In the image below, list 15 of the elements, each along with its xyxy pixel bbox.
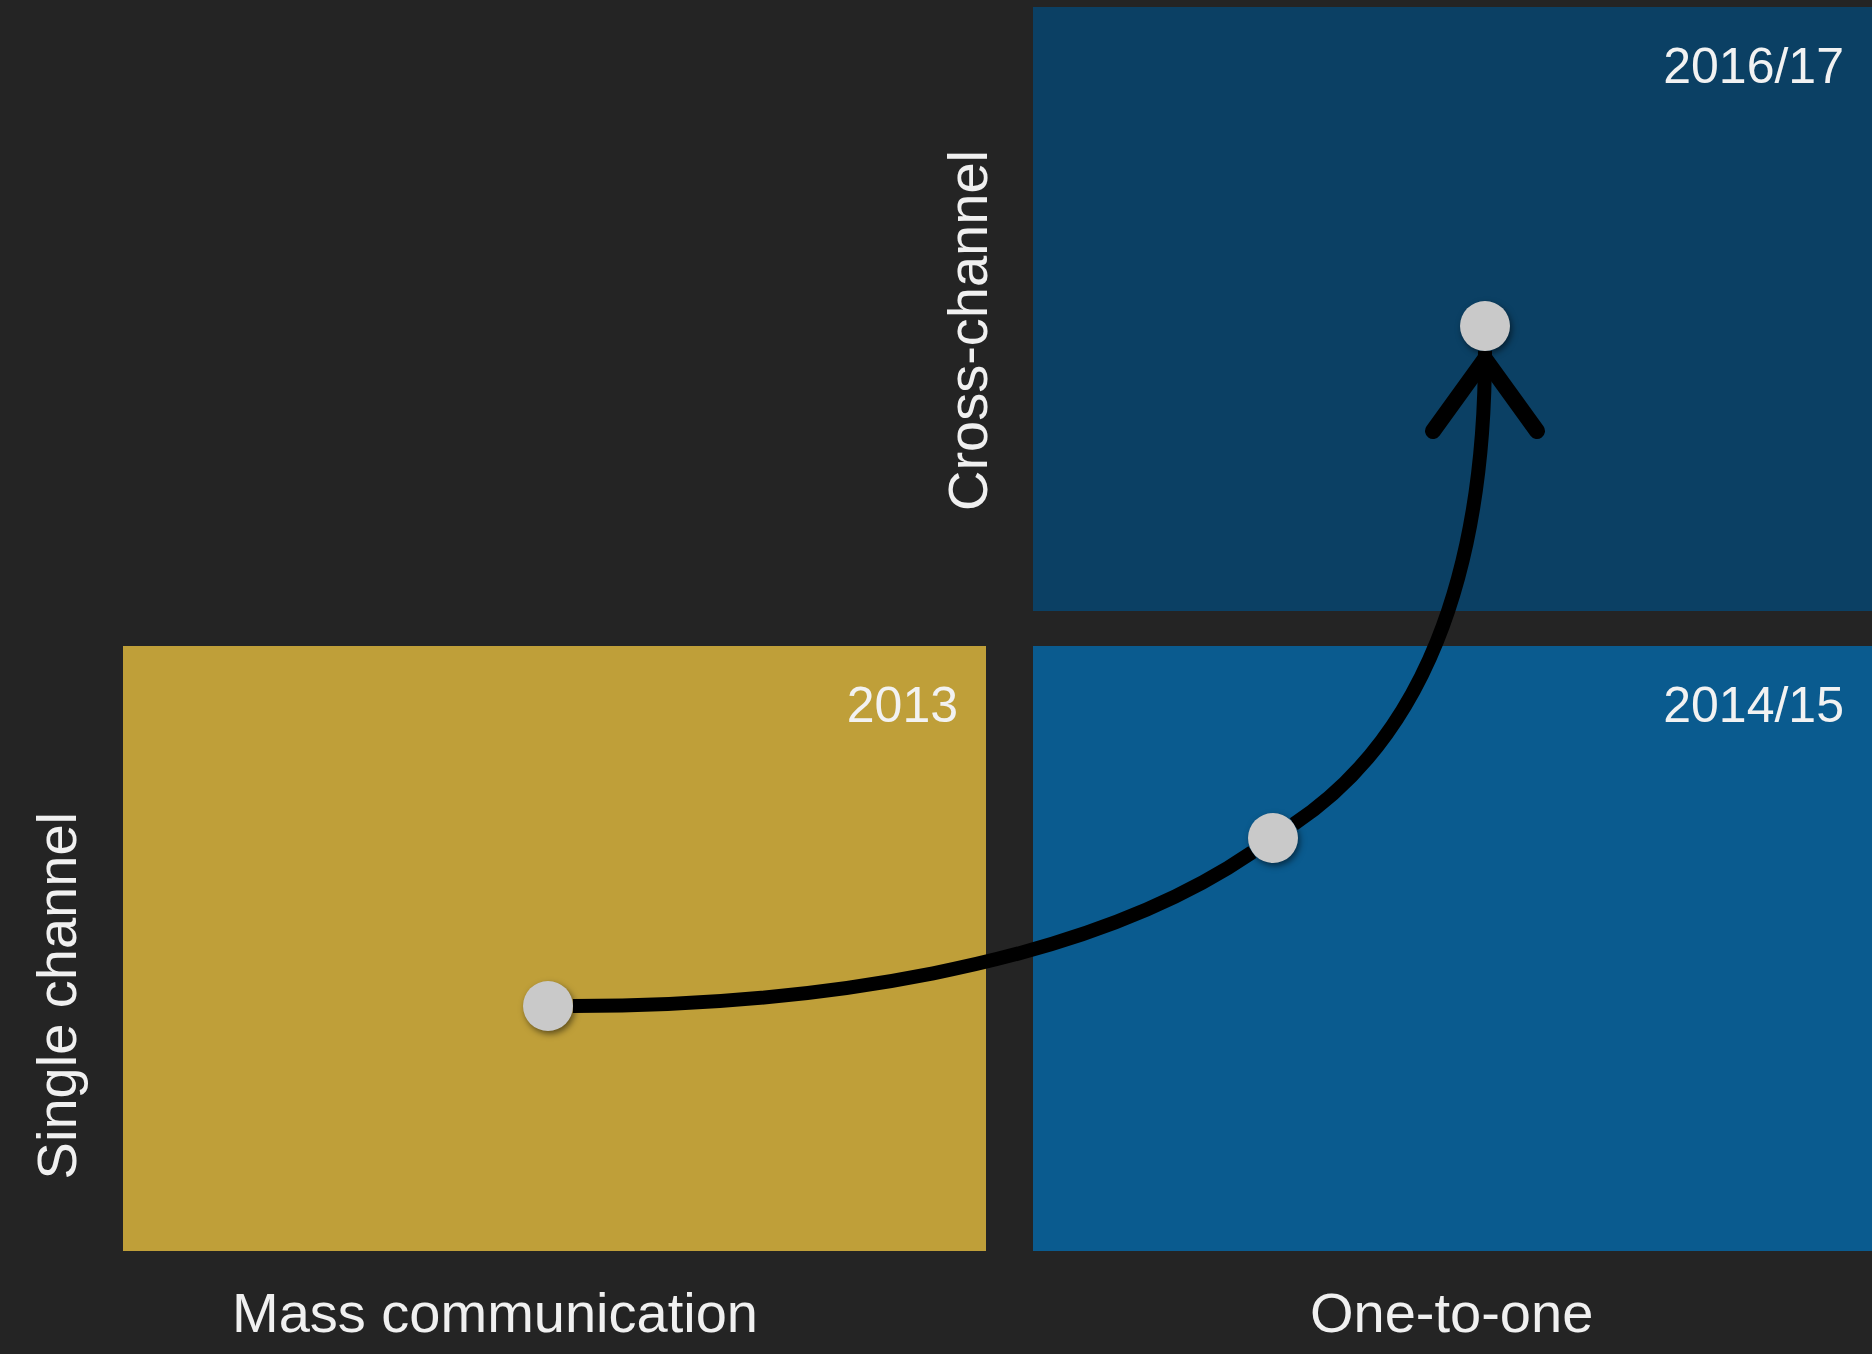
quadrant-panel bbox=[1033, 7, 1872, 611]
axis-label: Cross-channel bbox=[935, 150, 1000, 512]
quadrant-panel bbox=[123, 646, 986, 1251]
circle-marker bbox=[1460, 301, 1510, 351]
quadrant-panel bbox=[1033, 646, 1872, 1251]
curved-line bbox=[572, 846, 1257, 1013]
axis-label: Single channel bbox=[24, 812, 89, 1180]
year-label: 2016/17 bbox=[1663, 37, 1844, 95]
year-label: 2014/15 bbox=[1663, 676, 1844, 734]
axis-label: Mass communication bbox=[232, 1280, 758, 1345]
year-label: 2013 bbox=[846, 676, 958, 734]
curved-arrow bbox=[1289, 350, 1544, 830]
circle-marker bbox=[523, 981, 573, 1031]
axis-label: One-to-one bbox=[1310, 1280, 1594, 1345]
circle-marker bbox=[1248, 813, 1298, 863]
